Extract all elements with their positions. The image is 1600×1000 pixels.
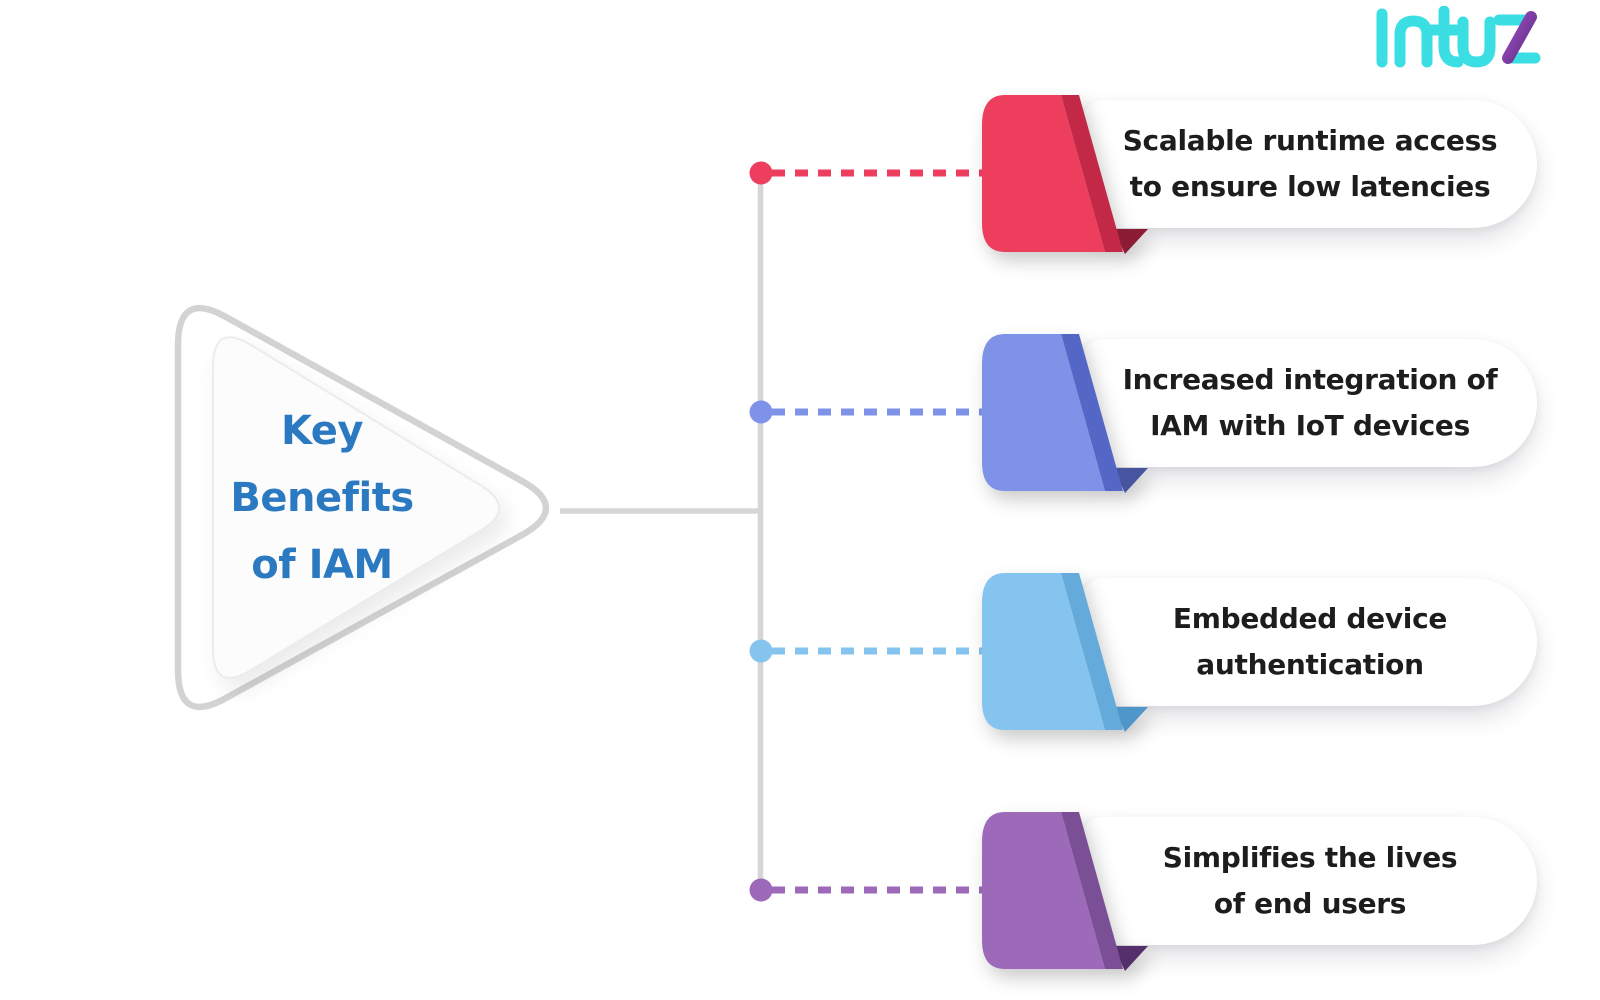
ribbon-stripe [1061,95,1123,252]
title-line-2: Benefits [230,475,414,521]
logo-letter-u [1457,16,1496,68]
ribbon-fold [1113,229,1148,254]
ribbon-icon-2 [982,334,1148,493]
benefit-2-line-1: Increased integration of [1122,363,1498,396]
ribbon-icon-4 [982,812,1148,971]
connector-dot-3 [749,639,773,663]
diagram-title: Key Benefits of IAM [150,398,494,599]
benefit-3-line-2: authentication [1196,648,1424,681]
ribbon-fold [1113,468,1148,493]
ribbon-icon-3 [982,573,1148,732]
benefit-4-line-2: of end users [1213,887,1407,920]
benefit-1-line-1: Scalable runtime access [1122,124,1498,157]
intuz-logo [1376,6,1541,68]
benefit-3-line-1: Embedded device [1172,602,1448,635]
ribbon-stripe [1061,334,1123,491]
ribbon-fold [1113,707,1148,732]
benefit-2-line-2: IAM with IoT devices [1150,409,1470,442]
connector-dot-2 [749,400,773,424]
title-line-3: of IAM [251,542,393,588]
title-line-1: Key [281,408,364,454]
connector-dot-4 [749,878,773,902]
ribbon-icon-1 [982,95,1148,254]
benefit-card-1: Scalable runtime access to ensure low la… [1083,100,1537,228]
benefit-4-line-1: Simplifies the lives [1162,841,1458,874]
logo-letter-t [1426,6,1464,68]
ribbon-stripe [1061,812,1123,969]
logo-letter-z-diagonal [1502,11,1537,64]
inner-triangle [212,336,500,679]
connector-dot-1 [749,161,773,185]
benefit-card-3: Embedded device authentication [1083,578,1537,706]
ribbon-fold [1113,946,1148,971]
ribbon-body [982,573,1105,730]
ribbon-body [982,334,1105,491]
ribbon-body [982,812,1105,969]
logo-letter-n [1394,15,1433,68]
ribbon-stripe [1061,573,1123,730]
ribbon-body [982,95,1105,252]
benefit-card-2: Increased integration of IAM with IoT de… [1083,339,1537,467]
benefit-1-line-2: to ensure low latencies [1129,170,1491,203]
benefit-card-4: Simplifies the lives of end users [1083,817,1537,945]
